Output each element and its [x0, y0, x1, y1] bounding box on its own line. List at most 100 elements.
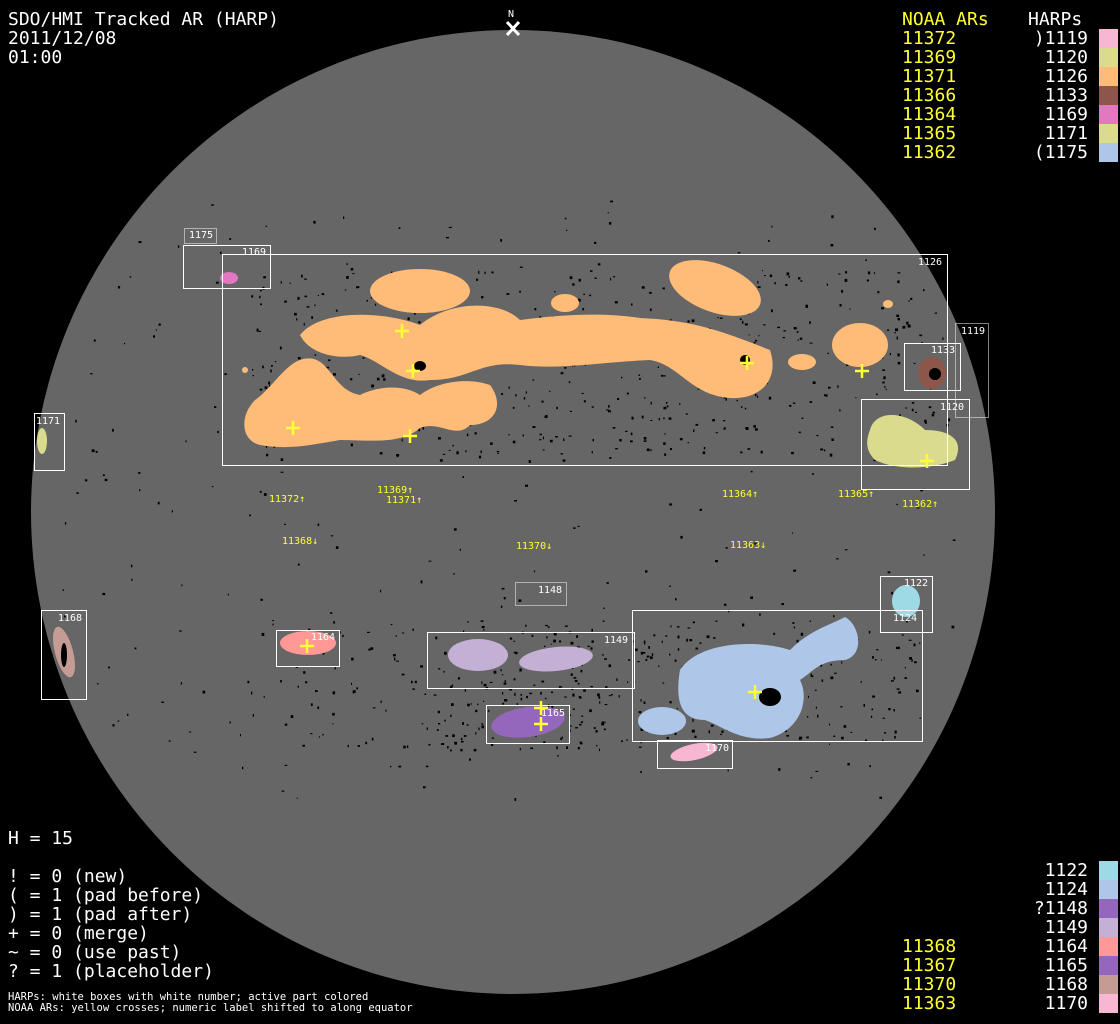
speck: [744, 407, 747, 410]
speck: [662, 682, 665, 684]
speck: [252, 368, 254, 371]
speck: [425, 765, 429, 768]
speck: [702, 451, 706, 455]
speck: [483, 629, 485, 631]
speck: [882, 369, 885, 371]
speck: [771, 225, 773, 228]
harp-box-1175[interactable]: [184, 228, 217, 244]
speck: [543, 741, 546, 744]
speck: [603, 607, 605, 609]
speck: [274, 361, 277, 363]
speck: [876, 649, 879, 651]
speck: [601, 722, 605, 726]
speck: [344, 289, 347, 291]
harp-box-1148[interactable]: [515, 582, 567, 606]
harp-box-1165[interactable]: [486, 705, 570, 744]
harp-box-1169[interactable]: [183, 245, 271, 289]
speck: [715, 560, 718, 563]
speck: [202, 690, 206, 694]
speck: [493, 670, 497, 674]
speck: [280, 281, 282, 284]
speck: [829, 723, 831, 726]
harp-box-1120[interactable]: [861, 399, 970, 490]
harp-box-1164[interactable]: [276, 630, 340, 667]
speck: [523, 397, 526, 400]
speck: [352, 690, 354, 694]
speck: [508, 386, 510, 389]
noaa-id: 11363: [902, 993, 957, 1014]
speck: [463, 630, 465, 633]
speck: [668, 417, 672, 420]
speck: [418, 321, 421, 324]
speck: [649, 308, 652, 312]
speck: [768, 396, 772, 400]
speck: [643, 701, 646, 704]
speck: [335, 546, 339, 549]
speck: [406, 745, 409, 748]
harp-box-1133[interactable]: [904, 343, 961, 391]
speck: [578, 696, 582, 699]
speck: [322, 652, 325, 655]
speck: [631, 416, 634, 420]
speck: [519, 747, 521, 751]
speck: [590, 270, 593, 272]
speck: [597, 263, 601, 266]
speck: [264, 386, 268, 389]
harp-box-1124[interactable]: [632, 610, 923, 742]
speck: [563, 438, 565, 442]
speck: [893, 709, 895, 712]
speck: [801, 417, 804, 419]
harp-box-1122[interactable]: [880, 576, 933, 633]
speck: [260, 303, 262, 306]
harp-id: ?1148: [1033, 898, 1088, 919]
speck: [396, 454, 399, 458]
speck: [896, 688, 900, 690]
speck: [500, 669, 502, 672]
color-swatch: [1099, 67, 1118, 86]
speck: [753, 341, 756, 344]
speck: [342, 634, 344, 637]
speck: [664, 433, 666, 435]
speck: [881, 307, 885, 310]
harp-box-1126[interactable]: [222, 254, 948, 466]
speck: [764, 275, 766, 277]
speck: [462, 476, 464, 478]
speck: [717, 317, 719, 319]
harp-box-1170[interactable]: [657, 740, 733, 769]
speck: [626, 739, 628, 741]
speck: [553, 632, 557, 636]
speck: [271, 365, 273, 367]
harp-box-1119[interactable]: [955, 323, 989, 418]
color-swatch: [1099, 143, 1118, 162]
speck: [897, 318, 900, 321]
harp-box-1171[interactable]: [34, 413, 65, 471]
speck: [713, 637, 716, 639]
speck: [677, 635, 680, 639]
speck: [467, 621, 469, 623]
speck: [554, 291, 556, 293]
speck: [502, 702, 505, 705]
speck: [525, 391, 527, 394]
harp-box-1168[interactable]: [41, 610, 87, 700]
speck: [284, 764, 288, 766]
color-swatch: [1099, 975, 1118, 994]
speck: [591, 406, 594, 408]
speck: [501, 587, 505, 590]
noaa-label-11368: 11368↓: [282, 536, 318, 547]
speck: [272, 620, 274, 622]
speck: [557, 755, 559, 757]
speck: [823, 449, 826, 452]
harp-box-1149[interactable]: [427, 632, 635, 689]
speck: [669, 503, 673, 506]
speck: [569, 725, 572, 727]
flag-line: ) = 1 (pad after): [8, 904, 193, 925]
speck: [179, 630, 182, 632]
speck: [925, 422, 927, 424]
speck: [703, 447, 706, 450]
speck: [613, 276, 616, 278]
speck: [607, 410, 611, 413]
color-swatch: [1099, 105, 1118, 124]
speck: [522, 434, 524, 437]
